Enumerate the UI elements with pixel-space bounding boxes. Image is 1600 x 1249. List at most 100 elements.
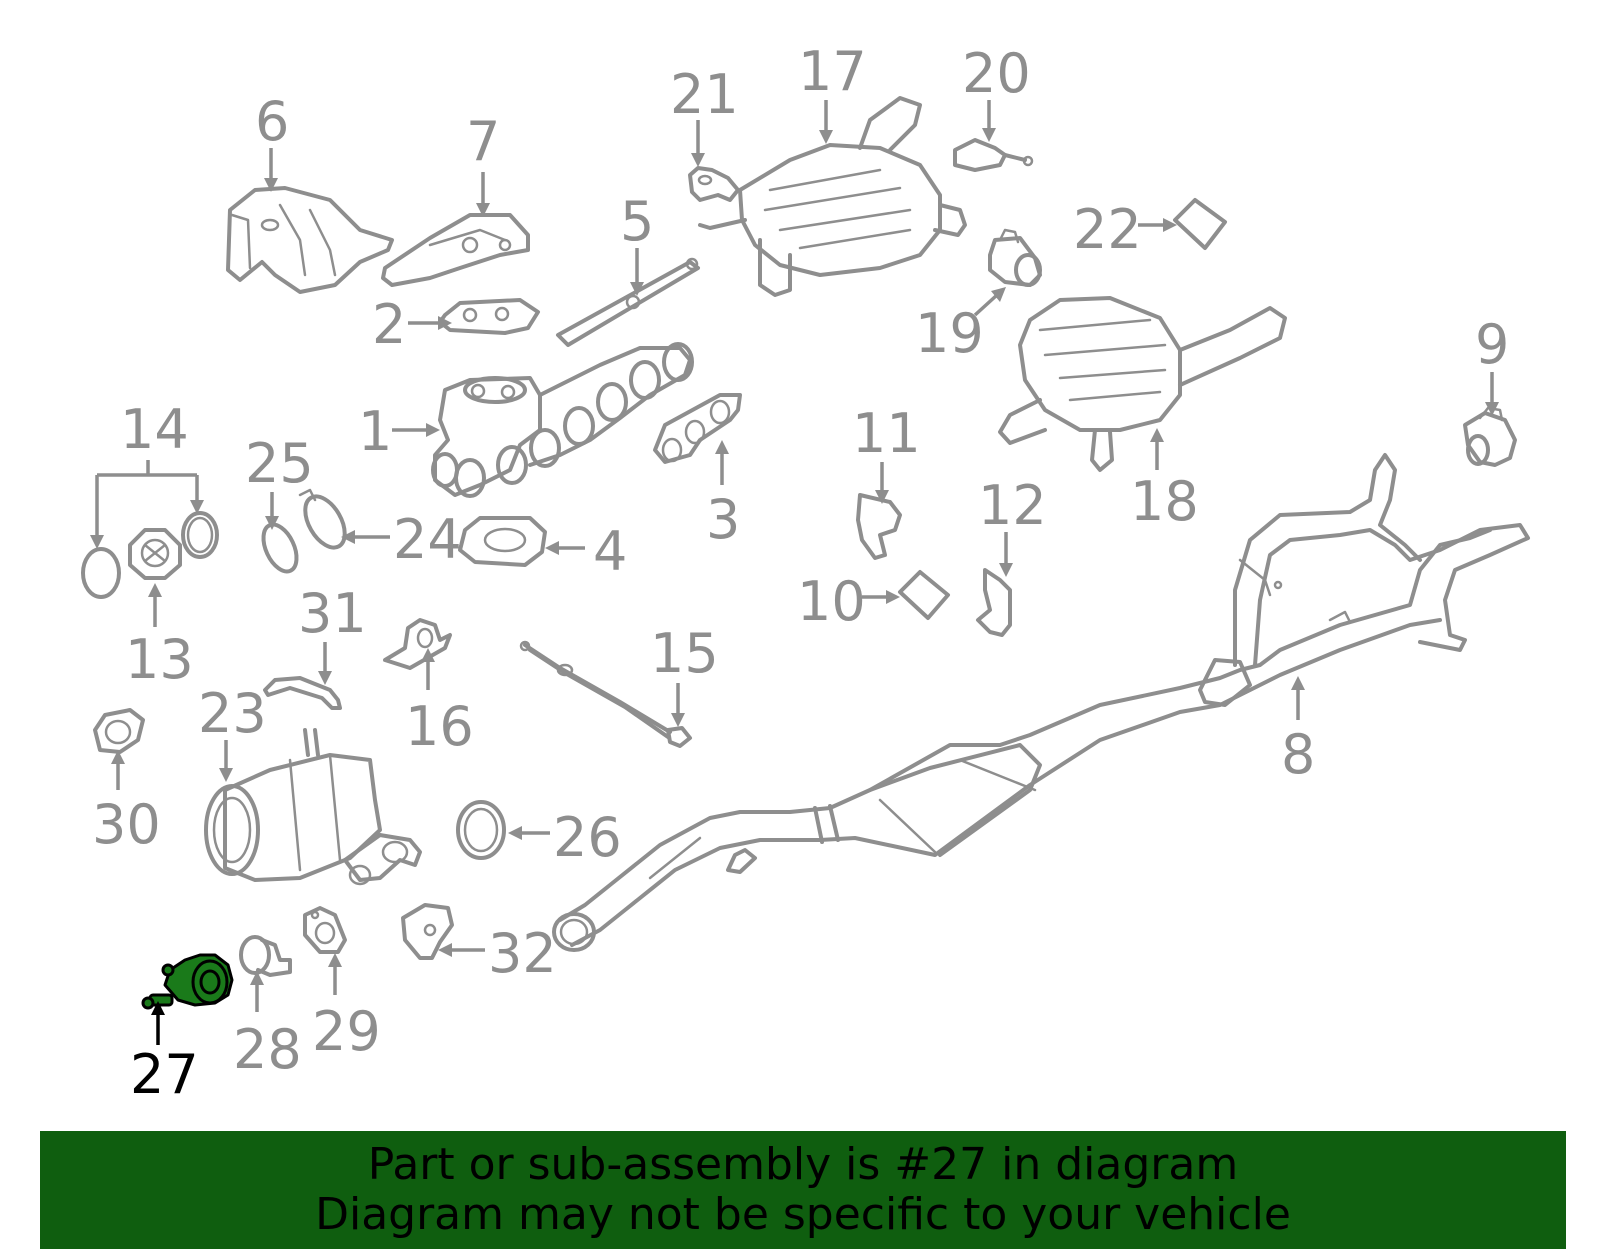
part-9-clamp	[1463, 406, 1517, 467]
part-26-seal-ring	[456, 800, 506, 860]
callout-3-label: 3	[706, 488, 740, 551]
part-12-bracket	[976, 568, 1012, 637]
part-25-ring	[261, 522, 299, 574]
part-5-strap	[556, 257, 700, 347]
callout-2: 2	[372, 293, 452, 356]
part-22-bracket	[1173, 198, 1227, 250]
part-31-bracket	[263, 676, 342, 710]
callout-21: 21	[670, 63, 739, 167]
callout-22: 22	[1073, 198, 1177, 261]
part-23-catalytic-converter	[204, 728, 422, 886]
callout-16: 16	[405, 648, 474, 758]
callout-12: 12	[978, 474, 1047, 577]
callout-26-label: 26	[553, 806, 622, 869]
callout-15-label: 15	[650, 622, 719, 685]
callout-28-label: 28	[233, 1018, 302, 1081]
part-13-throttle-body	[128, 528, 182, 580]
callout-5-label: 5	[620, 190, 654, 253]
callout-26: 26	[508, 806, 622, 869]
callout-1: 1	[358, 400, 440, 463]
callout-30-label: 30	[92, 793, 161, 856]
callout-27: 27	[130, 1001, 199, 1106]
callout-1-label: 1	[358, 400, 392, 463]
callout-8-label: 8	[1281, 723, 1315, 786]
part-14-o-ring-right	[181, 511, 219, 559]
callout-25-label: 25	[245, 432, 314, 495]
part-32-bracket	[401, 903, 454, 960]
callout-30: 30	[92, 750, 161, 856]
part-16-mount	[383, 618, 452, 670]
callout-2-label: 2	[372, 293, 406, 356]
part-24-clamp	[298, 488, 347, 550]
part-4-gasket	[458, 516, 547, 567]
part-6-heat-shield	[226, 186, 394, 294]
callout-23-label: 23	[198, 682, 267, 745]
callout-6: 6	[255, 90, 289, 192]
callout-14-label: 14	[120, 398, 189, 461]
part-21-hanger	[688, 166, 740, 202]
part-1-exhaust-manifold	[431, 342, 694, 498]
callout-16-label: 16	[405, 695, 474, 758]
callout-7: 7	[466, 110, 500, 217]
callout-6-label: 6	[255, 90, 289, 153]
callout-31-label: 31	[298, 582, 367, 645]
callout-17-label: 17	[798, 40, 867, 103]
part-18-rear-muffler	[998, 296, 1287, 472]
banner-line-1: Part or sub-assembly is #27 in diagram	[367, 1139, 1239, 1190]
callout-17: 17	[798, 40, 867, 144]
callout-24: 24	[341, 508, 462, 571]
callout-10: 10	[797, 570, 900, 633]
callout-27-label: 27	[130, 1043, 199, 1106]
callout-13-label: 13	[125, 628, 194, 691]
callout-28: 28	[233, 971, 302, 1081]
callout-8: 8	[1281, 676, 1315, 786]
callout-11-label: 11	[852, 402, 921, 465]
part-7-heat-shield	[381, 213, 530, 287]
callout-9-label: 9	[1475, 313, 1509, 376]
callout-29: 29	[312, 953, 381, 1063]
callout-11: 11	[852, 402, 921, 504]
part-10-bracket	[898, 570, 950, 620]
part-14-o-ring-left	[81, 547, 121, 599]
info-banner: Part or sub-assembly is #27 in diagram D…	[40, 1131, 1566, 1249]
part-19-clamp	[988, 228, 1042, 287]
callout-20: 20	[962, 42, 1031, 142]
callout-23: 23	[198, 682, 267, 782]
exhaust-parts-diagram: 1 2 3 4 5 6 7 8	[81, 40, 1530, 1106]
callout-20-label: 20	[962, 42, 1031, 105]
callout-4-label: 4	[593, 520, 627, 583]
callout-4: 4	[545, 520, 627, 583]
callout-13: 13	[125, 583, 194, 691]
callout-29-label: 29	[312, 1000, 381, 1063]
part-17-muffler	[698, 96, 967, 297]
callout-25: 25	[245, 432, 314, 530]
callout-7-label: 7	[466, 110, 500, 173]
part-28-clamp	[239, 935, 292, 977]
callout-5: 5	[620, 190, 654, 296]
callout-22-label: 22	[1073, 198, 1142, 261]
callout-24-label: 24	[393, 508, 462, 571]
callout-3: 3	[706, 440, 740, 551]
callout-15: 15	[650, 622, 719, 727]
part-11-bracket	[856, 493, 902, 560]
callout-32: 32	[438, 922, 557, 985]
callout-31: 31	[298, 582, 367, 685]
callout-19: 19	[915, 287, 1006, 365]
callout-12-label: 12	[978, 474, 1047, 537]
banner-line-2: Diagram may not be specific to your vehi…	[315, 1189, 1291, 1240]
part-2-gasket	[438, 298, 540, 335]
part-30-gasket	[93, 708, 145, 754]
part-8-exhaust-pipe	[552, 453, 1530, 952]
callout-9: 9	[1475, 313, 1509, 416]
callout-19-label: 19	[915, 302, 984, 365]
callout-14: 14	[90, 398, 204, 549]
callout-32-label: 32	[488, 922, 557, 985]
part-20-hanger	[953, 138, 1034, 172]
callout-21-label: 21	[670, 63, 739, 126]
callout-10-label: 10	[797, 570, 866, 633]
callout-18: 18	[1130, 428, 1199, 533]
part-29-gasket	[303, 906, 347, 954]
part-3-gasket	[653, 393, 742, 464]
part-15-rod	[519, 640, 692, 748]
part-27-highlighted-component	[141, 953, 234, 1010]
